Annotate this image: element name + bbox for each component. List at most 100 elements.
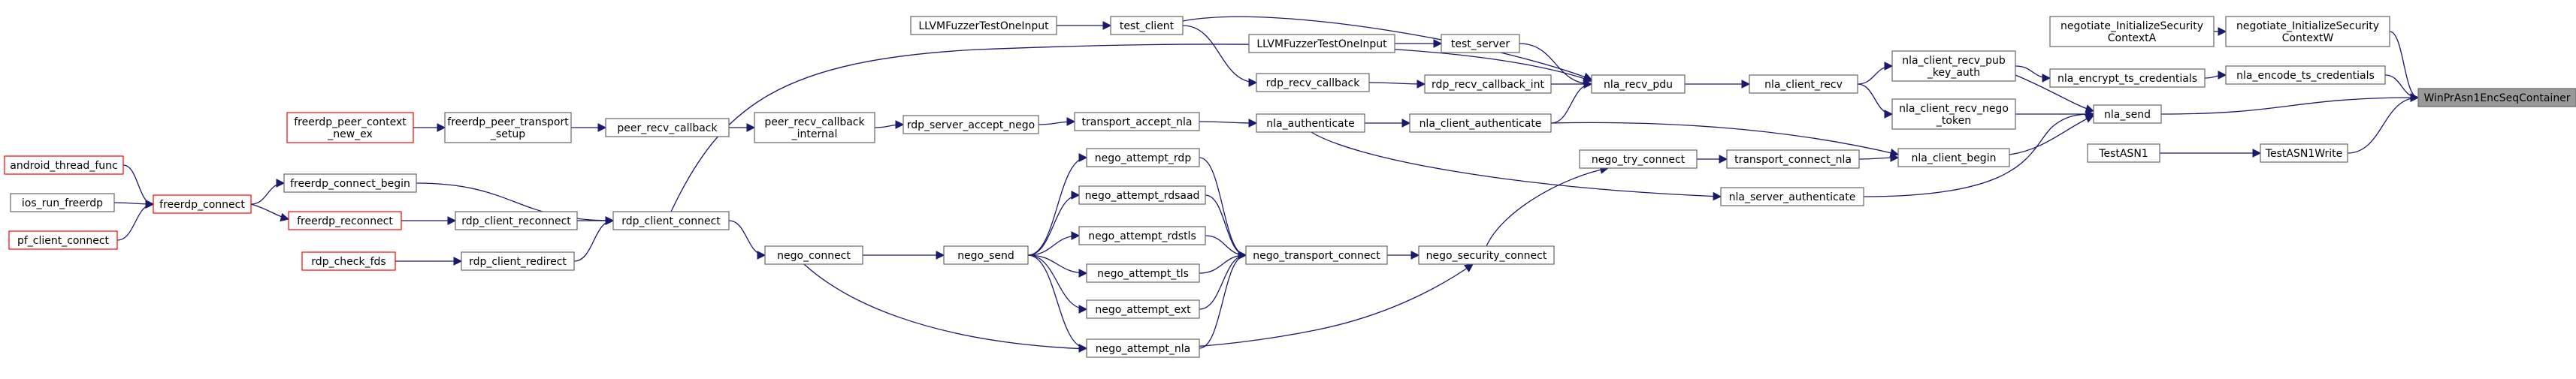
node-box[interactable] — [612, 211, 730, 230]
node-freerdp-connect-begin[interactable]: freerdp_connect_begin — [283, 173, 417, 193]
node-freerdp-connect[interactable]: freerdp_connect — [153, 194, 252, 214]
node-box[interactable] — [1726, 149, 1860, 169]
node-nego-attempt-nla[interactable]: nego_attempt_nla — [1086, 338, 1200, 358]
node-nla-encode-ts-credentials[interactable]: nla_encode_ts_credentials — [2225, 65, 2386, 85]
node-box[interactable] — [301, 251, 396, 271]
node-nla-authenticate[interactable]: nla_authenticate — [1256, 113, 1365, 133]
node-rdp-client-redirect[interactable]: rdp_client_redirect — [461, 251, 575, 271]
node-nla-client-recv-nego-token[interactable]: nla_client_recv_nego_token — [1891, 98, 2016, 130]
node-pf-client-connect[interactable]: pf_client_connect — [8, 230, 118, 250]
node-rdp-server-accept-nego[interactable]: rdp_server_accept_nego — [903, 115, 1039, 134]
node-box[interactable] — [1749, 74, 1858, 94]
node-box[interactable] — [2225, 65, 2386, 85]
node-box[interactable] — [2417, 88, 2576, 107]
node-box[interactable] — [2049, 68, 2206, 88]
node-box[interactable] — [1078, 226, 1206, 245]
node-box[interactable] — [1078, 185, 1206, 205]
node-box[interactable] — [1409, 113, 1552, 133]
node-nego-attempt-tls[interactable]: nego_attempt_tls — [1086, 263, 1200, 283]
node-box[interactable] — [1418, 245, 1555, 265]
node-box[interactable] — [1441, 34, 1520, 53]
node-box[interactable] — [288, 211, 402, 230]
node-box[interactable] — [2093, 104, 2162, 124]
node-box[interactable] — [903, 115, 1039, 134]
node-box[interactable] — [286, 112, 414, 143]
node-box[interactable] — [910, 16, 1057, 35]
node-nla-client-begin[interactable]: nla_client_begin — [1897, 148, 2010, 167]
node-test-server[interactable]: test_server — [1441, 34, 1520, 53]
node-nla-client-authenticate[interactable]: nla_client_authenticate — [1409, 113, 1552, 133]
node-box[interactable] — [605, 118, 730, 137]
node-box[interactable] — [754, 112, 875, 143]
node-box[interactable] — [1245, 245, 1388, 265]
node-rdp-client-connect[interactable]: rdp_client_connect — [612, 211, 730, 230]
node-nego-try-connect[interactable]: nego_try_connect — [1579, 149, 1698, 169]
node-box[interactable] — [2225, 16, 2390, 47]
node-freerdp-peer-transport-setup[interactable]: freerdp_peer_transport_setup — [444, 112, 572, 143]
node-LLVMFuzzerTestOneInput-b[interactable]: LLVMFuzzerTestOneInput — [1248, 34, 1395, 53]
node-box[interactable] — [283, 173, 417, 193]
node-box[interactable] — [1897, 148, 2010, 167]
node-nla-send[interactable]: nla_send — [2093, 104, 2162, 124]
node-box[interactable] — [444, 112, 572, 143]
node-box[interactable] — [1579, 149, 1698, 169]
node-freerdp-reconnect[interactable]: freerdp_reconnect — [288, 211, 402, 230]
node-box[interactable] — [1086, 299, 1200, 319]
node-nla-recv-pdu[interactable]: nla_recv_pdu — [1591, 74, 1686, 94]
node-peer-recv-callback-internal[interactable]: peer_recv_callback_internal — [754, 112, 875, 143]
node-nego-connect[interactable]: nego_connect — [764, 245, 863, 265]
node-rdp-client-reconnect[interactable]: rdp_client_reconnect — [455, 211, 578, 230]
node-box[interactable] — [1424, 74, 1552, 94]
node-rdp-check-fds[interactable]: rdp_check_fds — [301, 251, 396, 271]
node-peer-recv-callback[interactable]: peer_recv_callback — [605, 118, 730, 137]
node-nego-attempt-rdstls[interactable]: nego_attempt_rdstls — [1078, 226, 1206, 245]
node-nla-client-recv[interactable]: nla_client_recv — [1749, 74, 1858, 94]
node-box[interactable] — [1891, 98, 2016, 130]
node-box[interactable] — [1086, 148, 1200, 167]
node-nego-send[interactable]: nego_send — [943, 245, 1029, 265]
node-TestASN1Write[interactable]: TestASN1Write — [2260, 143, 2348, 163]
node-test-client[interactable]: test_client — [1110, 16, 1184, 35]
node-box[interactable] — [1086, 263, 1200, 283]
node-box[interactable] — [2260, 143, 2348, 163]
node-box[interactable] — [455, 211, 578, 230]
node-box[interactable] — [8, 230, 118, 250]
node-nla-server-authenticate[interactable]: nla_server_authenticate — [1720, 187, 1864, 206]
node-box[interactable] — [1591, 74, 1686, 94]
node-box[interactable] — [4, 155, 124, 175]
node-android-thread-func[interactable]: android_thread_func — [4, 155, 124, 175]
node-box[interactable] — [153, 194, 252, 214]
node-box[interactable] — [461, 251, 575, 271]
node-box[interactable] — [2087, 143, 2160, 163]
node-nego-security-connect[interactable]: nego_security_connect — [1418, 245, 1555, 265]
node-nla-encrypt-ts-credentials[interactable]: nla_encrypt_ts_credentials — [2049, 68, 2206, 88]
node-box[interactable] — [1248, 34, 1395, 53]
node-box[interactable] — [1086, 338, 1200, 358]
node-nego-attempt-rdsaad[interactable]: nego_attempt_rdsaad — [1078, 185, 1206, 205]
node-box[interactable] — [1110, 16, 1184, 35]
node-transport-accept-nla[interactable]: transport_accept_nla — [1074, 112, 1200, 131]
node-TestASN1[interactable]: TestASN1 — [2087, 143, 2160, 163]
node-nla-client-recv-pub-key-auth[interactable]: nla_client_recv_pub_key_auth — [1891, 50, 2016, 82]
node-rdp-recv-callback[interactable]: rdp_recv_callback — [1256, 73, 1370, 92]
node-box[interactable] — [2049, 16, 2215, 47]
node-LLVMFuzzerTestOneInput-a[interactable]: LLVMFuzzerTestOneInput — [910, 16, 1057, 35]
node-nego-attempt-rdp[interactable]: nego_attempt_rdp — [1086, 148, 1200, 167]
node-box[interactable] — [764, 245, 863, 265]
node-rdp-recv-callback-int[interactable]: rdp_recv_callback_int — [1424, 74, 1552, 94]
node-box[interactable] — [943, 245, 1029, 265]
node-nego-transport-connect[interactable]: nego_transport_connect — [1245, 245, 1388, 265]
node-WinPrAsn1EncSeqContainer[interactable]: WinPrAsn1EncSeqContainer — [2417, 88, 2576, 107]
node-box[interactable] — [1074, 112, 1200, 131]
node-ios-run-freerdp[interactable]: ios_run_freerdp — [10, 193, 115, 212]
node-box[interactable] — [1256, 113, 1365, 133]
node-box[interactable] — [1720, 187, 1864, 206]
node-nego-attempt-ext[interactable]: nego_attempt_ext — [1086, 299, 1200, 319]
node-box[interactable] — [1891, 50, 2016, 82]
node-freerdp-peer-context-new-ex[interactable]: freerdp_peer_context_new_ex — [286, 112, 414, 143]
node-box[interactable] — [1256, 73, 1370, 92]
node-transport-connect-nla[interactable]: transport_connect_nla — [1726, 149, 1860, 169]
node-box[interactable] — [10, 193, 115, 212]
